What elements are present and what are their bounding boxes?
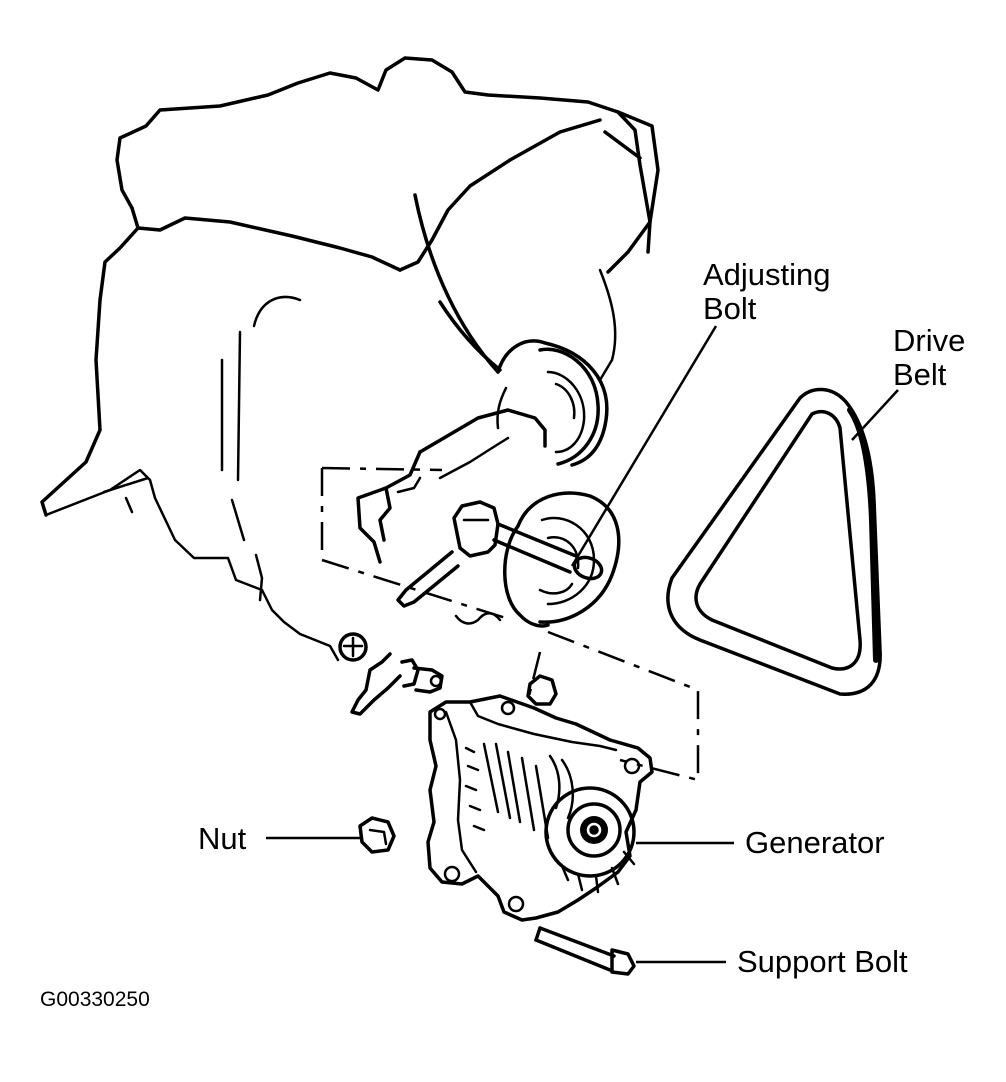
lower-pulley bbox=[503, 491, 621, 628]
assembly-guide-lines bbox=[320, 466, 700, 782]
drive-belt-label-line-2: Belt bbox=[893, 357, 947, 392]
drive-belt-leader bbox=[851, 389, 899, 441]
drive-belt-label: Drive Belt bbox=[893, 324, 965, 392]
nut-part bbox=[358, 816, 396, 854]
leader-lines bbox=[266, 325, 899, 964]
adjusting-bolt-leader bbox=[570, 325, 718, 567]
adjusting-bracket bbox=[356, 408, 547, 564]
mounting-hardware bbox=[338, 612, 558, 716]
figure-code: G00330250 bbox=[40, 988, 150, 1011]
generator bbox=[426, 694, 654, 922]
upper-pulley bbox=[496, 339, 609, 467]
adjusting-bolt bbox=[396, 522, 604, 608]
generator-label: Generator bbox=[745, 825, 885, 860]
support-bolt-label: Support Bolt bbox=[737, 944, 908, 979]
engine-block bbox=[40, 56, 660, 662]
adjusting-bolt-label-line-1: Adjusting bbox=[703, 257, 831, 292]
drive-belt-label-line-1: Drive bbox=[893, 323, 966, 358]
drive-belt bbox=[666, 387, 882, 696]
adjusting-bolt-label-line-2: Bolt bbox=[703, 291, 757, 326]
adjusting-bolt-label: Adjusting Bolt bbox=[703, 258, 831, 326]
nut-label: Nut bbox=[198, 821, 247, 856]
support-bolt-part bbox=[534, 926, 636, 976]
